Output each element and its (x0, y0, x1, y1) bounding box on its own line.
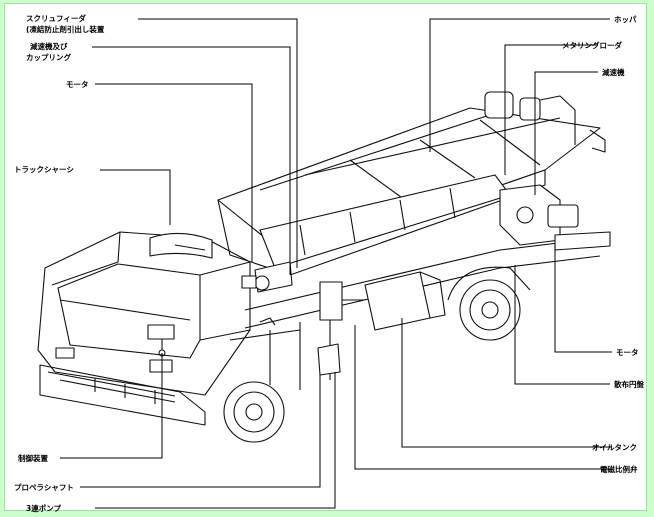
label-truck-chassis: トラックシャーシ (14, 164, 74, 174)
label-oil-tank: オイルタンク (592, 442, 637, 452)
label-reducer-right: 減速機 (602, 67, 625, 77)
truck-drawing (37, 91, 611, 443)
label-screw-feeder-sub: (凍結防止剤引出し装置 (26, 24, 105, 34)
label-motor-right: モータ (616, 347, 639, 357)
label-reducer-coupling-sub: カップリング (26, 52, 71, 62)
label-screw-feeder: スクリュフィーダ (26, 13, 86, 23)
right-labels: ホッパ メタリングローダ 減速機 モータ 散布円盤 オイルタンク 電磁比例弁 (562, 14, 644, 474)
label-spreading-disc: 散布円盤 (614, 379, 644, 389)
label-metering-loader: メタリングローダ (562, 40, 622, 50)
label-triple-pump: 3連ポンプ (26, 503, 61, 513)
label-solenoid-valve: 電磁比例弁 (600, 464, 638, 474)
label-motor-left: モータ (66, 79, 89, 89)
left-labels: スクリュフィーダ (凍結防止剤引出し装置 減速機及び カップリング モータ トラ… (14, 13, 105, 513)
label-control-device: 制御装置 (18, 453, 48, 463)
label-hopper: ホッパ (614, 14, 637, 24)
label-reducer-coupling: 減速機及び (30, 41, 68, 51)
leader-lines (60, 18, 612, 509)
label-propeller-shaft: プロペラシャフト (14, 482, 74, 492)
